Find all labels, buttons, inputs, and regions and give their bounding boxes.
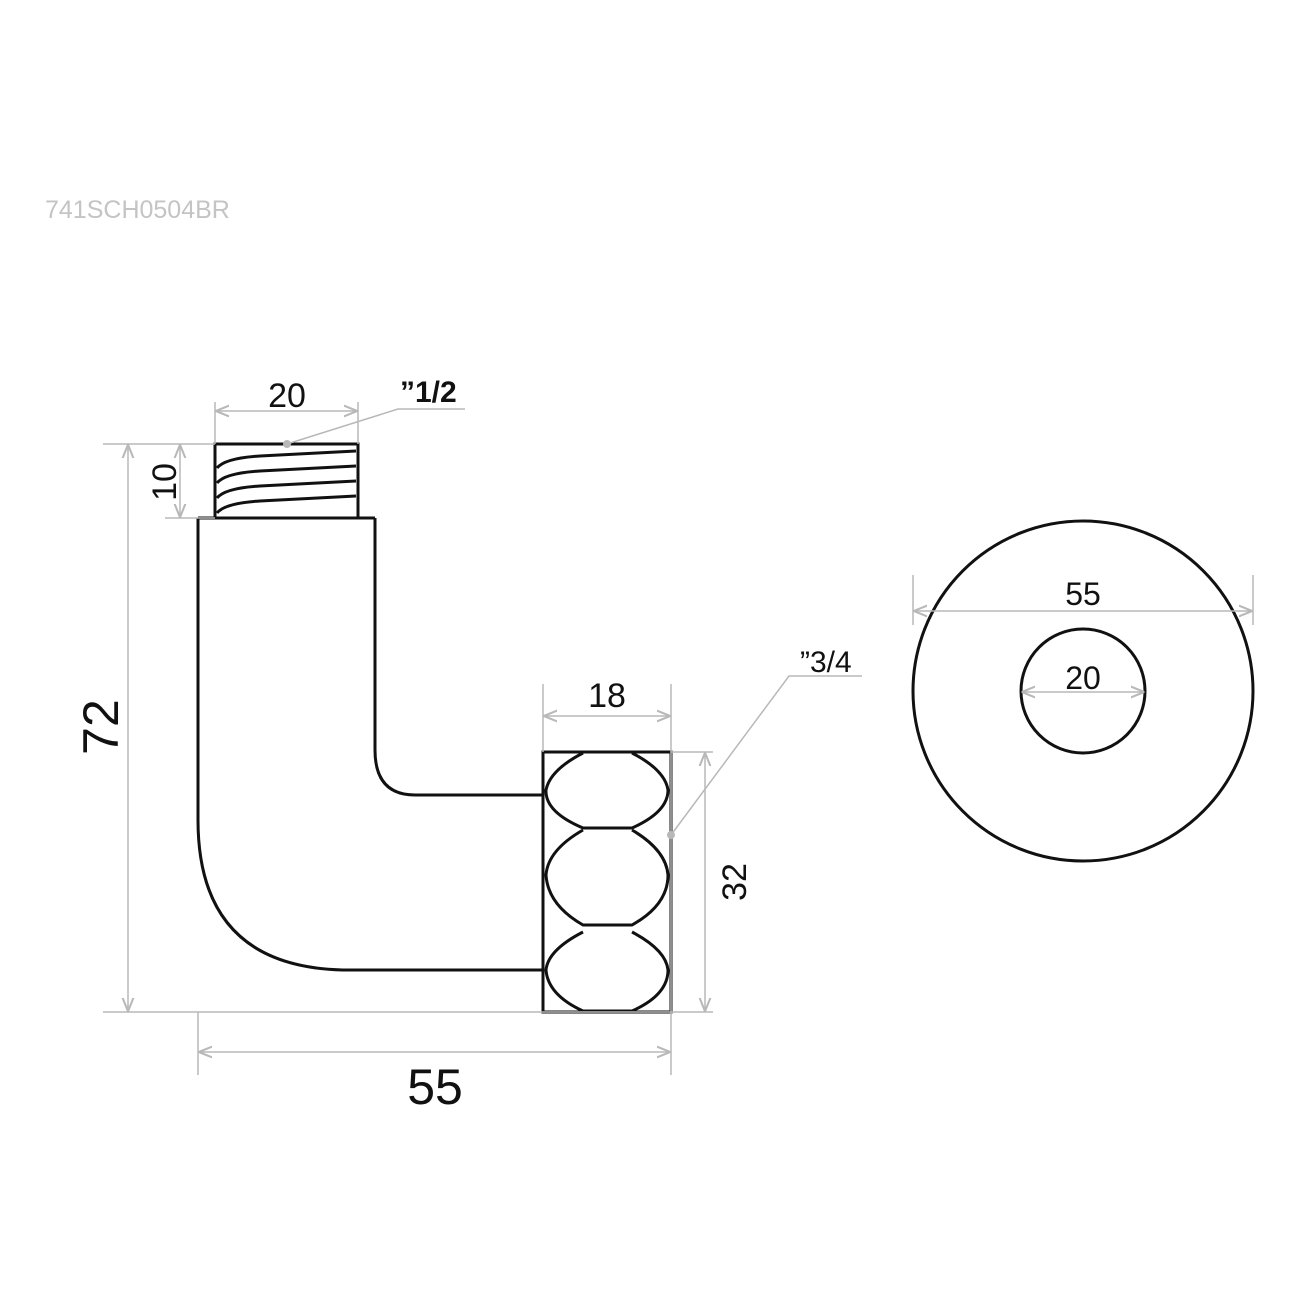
leader-dot [667,831,675,839]
outer-circle [911,519,1255,863]
inner-circle [1019,627,1147,755]
nut-facet [544,930,670,1013]
end-view [911,519,1255,863]
nut-facet [544,828,670,927]
nut-thread-size-label: ”3/4 [800,646,852,679]
body-outer-curve [196,518,543,972]
dim-thread-length: 10 [146,463,184,501]
thread-line [215,449,357,470]
leader-dot [283,440,291,448]
dim-overall-width: 55 [407,1059,463,1115]
leader-three-quarter-inch [670,675,862,836]
leader-half-inch [286,408,465,445]
hex-nut [541,750,673,1014]
thread-line [215,464,357,485]
thread-lines [215,449,357,515]
thread-line [215,494,357,515]
dim-overall-height: 72 [73,699,129,755]
thread-line [215,479,357,500]
hex-nut-facets [544,751,670,1013]
body-inner-curve [373,518,543,797]
dimension-lines [103,402,862,1075]
dim-outer-diameter: 55 [1065,576,1101,612]
nut-facet [544,751,670,830]
elbow-side-view [196,442,673,1014]
dim-inner-diameter: 20 [1065,660,1101,696]
dim-nut-width: 18 [588,677,626,715]
thread-size-label: ”1/2 [400,376,457,409]
dim-thread-width: 20 [268,377,306,415]
dim-nut-height: 32 [716,863,754,901]
model-code: 741SCH0504BR [45,196,230,224]
